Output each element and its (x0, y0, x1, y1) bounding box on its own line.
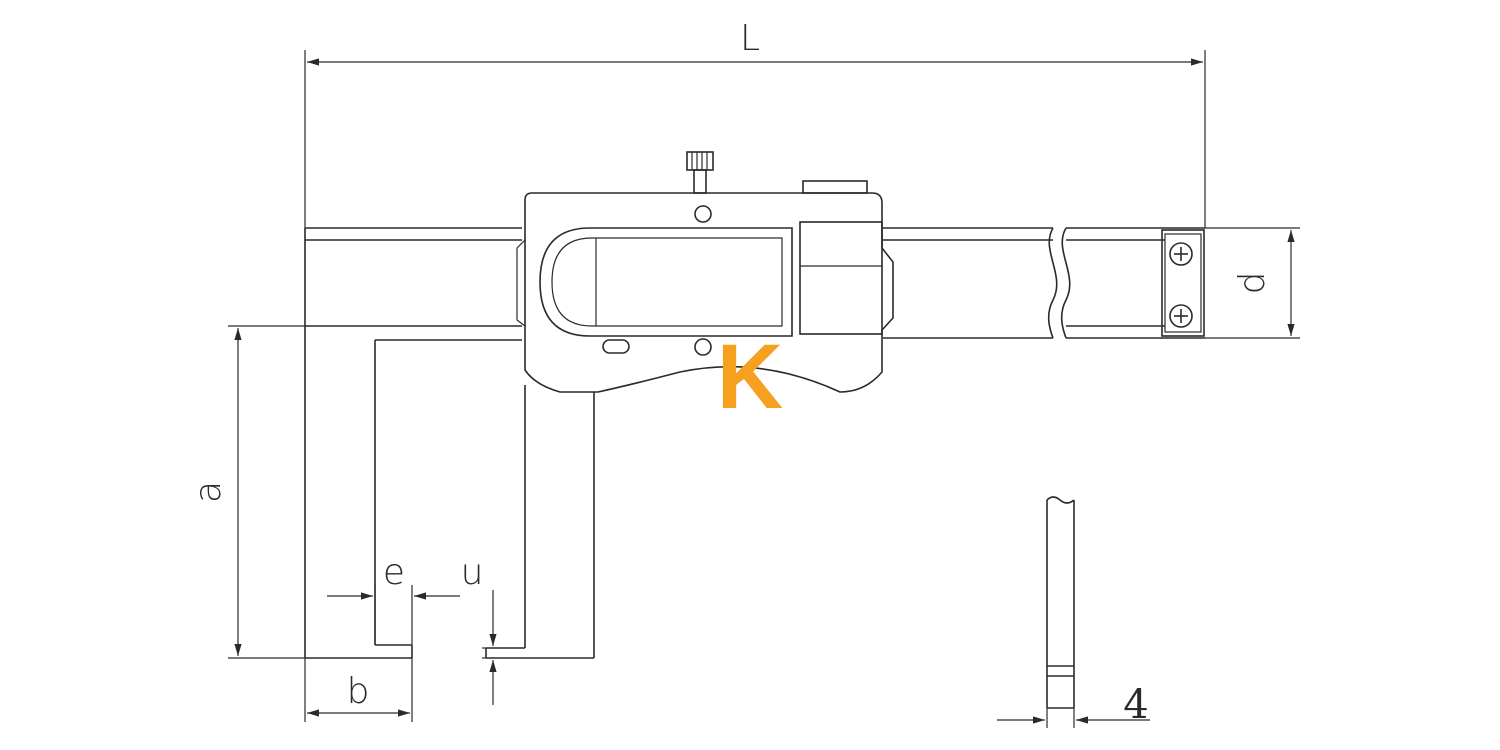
moving-jaw (485, 385, 595, 659)
dimension-b: b (304, 658, 413, 722)
dimension-d: d (1205, 227, 1300, 339)
dimension-e: e (327, 552, 460, 645)
fixed-jaw (304, 228, 522, 659)
label-a: a (188, 481, 229, 503)
end-cap (1161, 229, 1205, 337)
brand-logo: K (717, 326, 783, 428)
dimension-L: L (304, 18, 1206, 228)
label-u: u (461, 552, 484, 593)
side-view-tip: 4 (997, 496, 1150, 728)
beam (305, 227, 1205, 339)
label-e: e (383, 552, 405, 593)
label-d: d (1232, 272, 1273, 295)
label-L: L (740, 18, 760, 59)
dimension-u: u (461, 552, 497, 705)
slider-body (516, 151, 894, 393)
label-thickness: 4 (1123, 682, 1148, 728)
label-b: b (347, 671, 370, 712)
dimension-a: a (188, 325, 305, 659)
